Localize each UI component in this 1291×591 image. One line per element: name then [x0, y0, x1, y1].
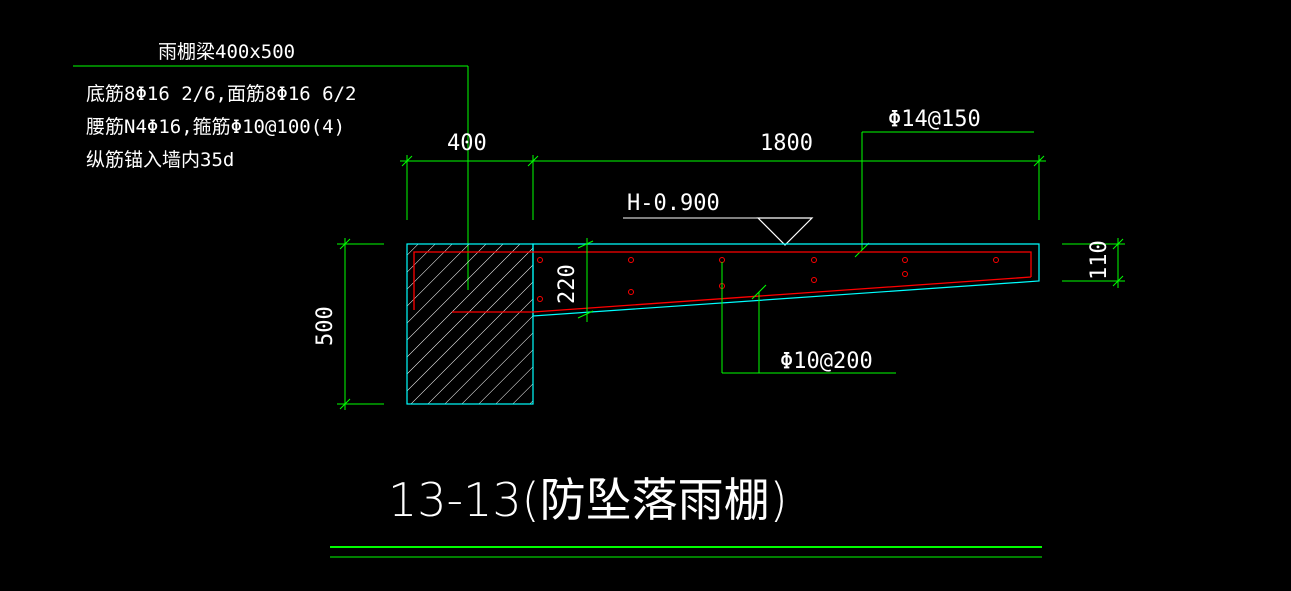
- root-thickness-dimension: [577, 238, 594, 322]
- dim-beam-width: 400: [447, 131, 487, 156]
- top-dimension-chain: [400, 155, 1046, 220]
- dim-tip-thickness: 110: [1087, 240, 1112, 280]
- canopy-slab: [532, 243, 1040, 317]
- title-underline: [330, 546, 1042, 558]
- dim-beam-height: 500: [313, 306, 338, 346]
- rebar-lines: [413, 251, 1032, 313]
- left-dimension: [337, 238, 384, 410]
- label-top-bar: Φ14@150: [888, 107, 981, 132]
- dim-canopy-length: 1800: [760, 131, 813, 156]
- label-elevation: H-0.900: [627, 191, 720, 216]
- elevation-marker: [623, 217, 814, 246]
- tip-thickness-dimension: [1062, 238, 1125, 288]
- rebar-dots: [537, 257, 999, 302]
- note-line-3: 纵筋锚入墙内35d: [86, 149, 234, 171]
- label-bottom-bar: Φ10@200: [780, 349, 873, 374]
- section-title: 13-13(防坠落雨棚): [388, 473, 788, 527]
- top-bar-leader: [854, 131, 1034, 258]
- note-line-2: 腰筋N4Φ16,箍筋Φ10@100(4): [86, 116, 345, 138]
- beam-section: [406, 243, 534, 405]
- beam-label: 雨棚梁400x500: [158, 41, 295, 63]
- note-line-1: 底筋8Φ16 2/6,面筋8Φ16 6/2: [86, 83, 356, 105]
- bottom-bar-leader: [721, 262, 896, 374]
- dim-root-thickness: 220: [555, 264, 580, 304]
